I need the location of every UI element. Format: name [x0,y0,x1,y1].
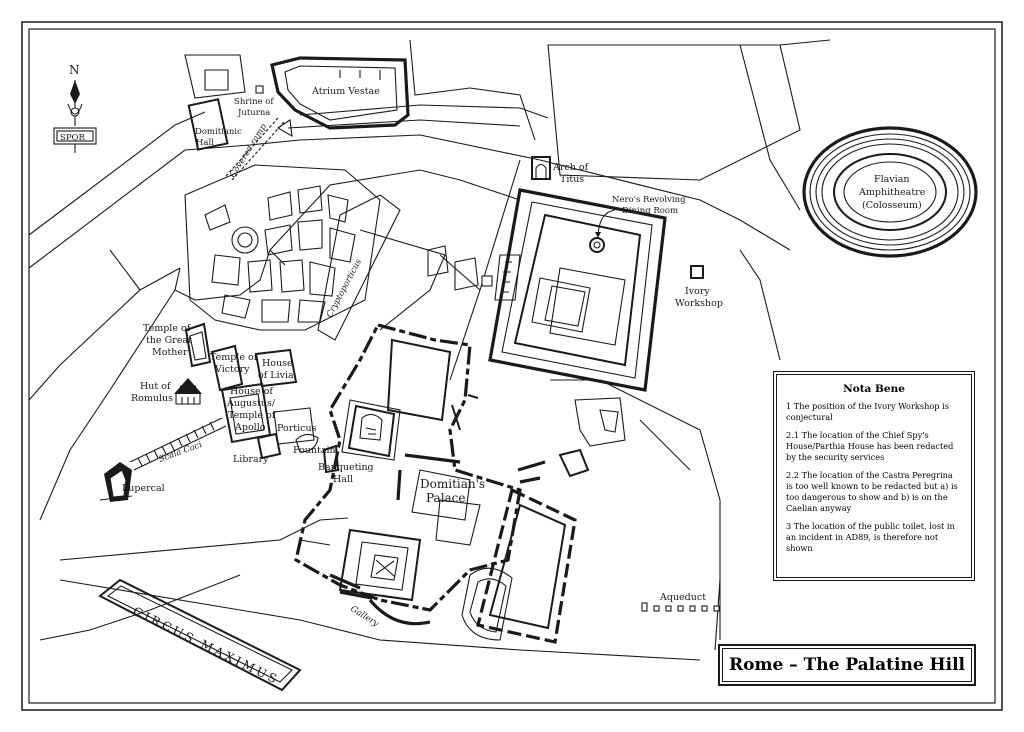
outer-frame [21,21,1003,711]
covered-ramp [225,117,285,181]
nero-label-1: Nero's Revolving [612,195,686,205]
palace-gardens [184,164,381,331]
atrium-vestae-label: Atrium Vestae [311,86,380,97]
augustus-label-4: Apollo [234,422,266,433]
flavian-label-1: Flavian [874,174,909,185]
domitianic-label-1: Domitianic [195,127,242,137]
stadium [461,487,577,644]
shrine-label-1: Shrine of [234,97,274,107]
lupercal [99,462,133,502]
scala-caci [129,417,227,471]
compass-north: N [69,63,80,77]
temple-victory [210,344,244,392]
spqr-emblem: SPQR [60,133,86,143]
revolving-dining-room [589,237,605,253]
temple-great-mother [184,322,212,368]
gallery-arcade [368,598,431,626]
temple-v-label-1: Temple of [210,352,259,363]
fountain [295,433,319,453]
circus-maximus [98,578,302,692]
temple-v-label-2: Victory [214,364,250,375]
augustus-label-3: Temple of [228,410,277,421]
temple-gm-label-3: Mother [152,347,188,358]
porticus-label: Porticus [277,423,317,434]
ivory-label-2: Workshop [675,298,723,309]
library-label: Library [233,454,269,465]
colosseum [802,126,978,258]
palace-label-2: Palace [426,491,466,505]
lupercal-label: Lupercal [122,483,165,494]
banq-label-1: Banqueting [318,462,374,473]
hut-label-1: Hut of [140,381,172,392]
ivory-label-1: Ivory [685,286,710,297]
shrine-of-juturna [255,85,264,94]
atrium-vestae [270,56,410,130]
flavian-label-3: (Colosseum) [862,200,922,211]
hut-label-2: Romulus [131,393,173,404]
arch-label-2: Titus [560,174,584,185]
aqueduct [641,602,720,612]
nota-bene-item: 2.2 The location of the Castra Peregrina… [786,470,958,513]
map-title-box: Rome – The Palatine Hill [718,644,976,686]
domitians-palace [294,323,522,612]
banq-label-2: Hall [333,474,353,485]
temple-gm-label-1: Temple of [143,323,192,334]
palace-label-1: Domitian's [420,477,485,491]
cryptoporticus [317,194,401,341]
nota-bene-box: Nota Bene 1 The position of the Ivory Wo… [773,371,975,581]
aqueduct-label: Aqueduct [659,592,706,603]
house-of-livia [254,348,298,388]
compass-rose: N [53,63,97,153]
livia-label-2: of Livia [258,370,294,381]
nota-bene-item: 1 The position of the Ivory Workshop is … [786,401,949,422]
domitianic-label-2: Hall [196,138,214,148]
fountain-label: Fountain [293,445,336,456]
nota-bene-item: 3 The location of the public toilet, los… [786,521,955,553]
temple-gm-label-2: the Great [146,335,192,346]
arch-label-1: Arch of [552,162,590,173]
inner-frame [28,28,996,704]
nero-label-2: Dining Room [622,206,678,216]
nota-bene-title: Nota Bene [843,383,905,395]
augustus-label-1: House of [230,386,274,397]
arch-of-titus [531,156,551,180]
street-network [28,39,831,661]
livia-label-1: House [262,358,293,369]
circus-label: CIRCUS MAXIMUS [131,604,282,687]
nero-platform [488,188,667,392]
library [256,432,282,460]
nota-bene-item: 2.1 The location of the Chief Spy's Hous… [786,430,954,462]
domitianic-hall [187,98,229,151]
nero-arrow [597,209,616,235]
augustus-label-2: Augustus/ [226,398,276,409]
flavian-label-2: Amphitheatre [858,187,926,198]
shrine-label-2: Juturna [237,108,270,118]
ivory-workshop [690,265,704,279]
hut-of-romulus [174,378,202,405]
map-title: Rome – The Palatine Hill [728,655,965,675]
